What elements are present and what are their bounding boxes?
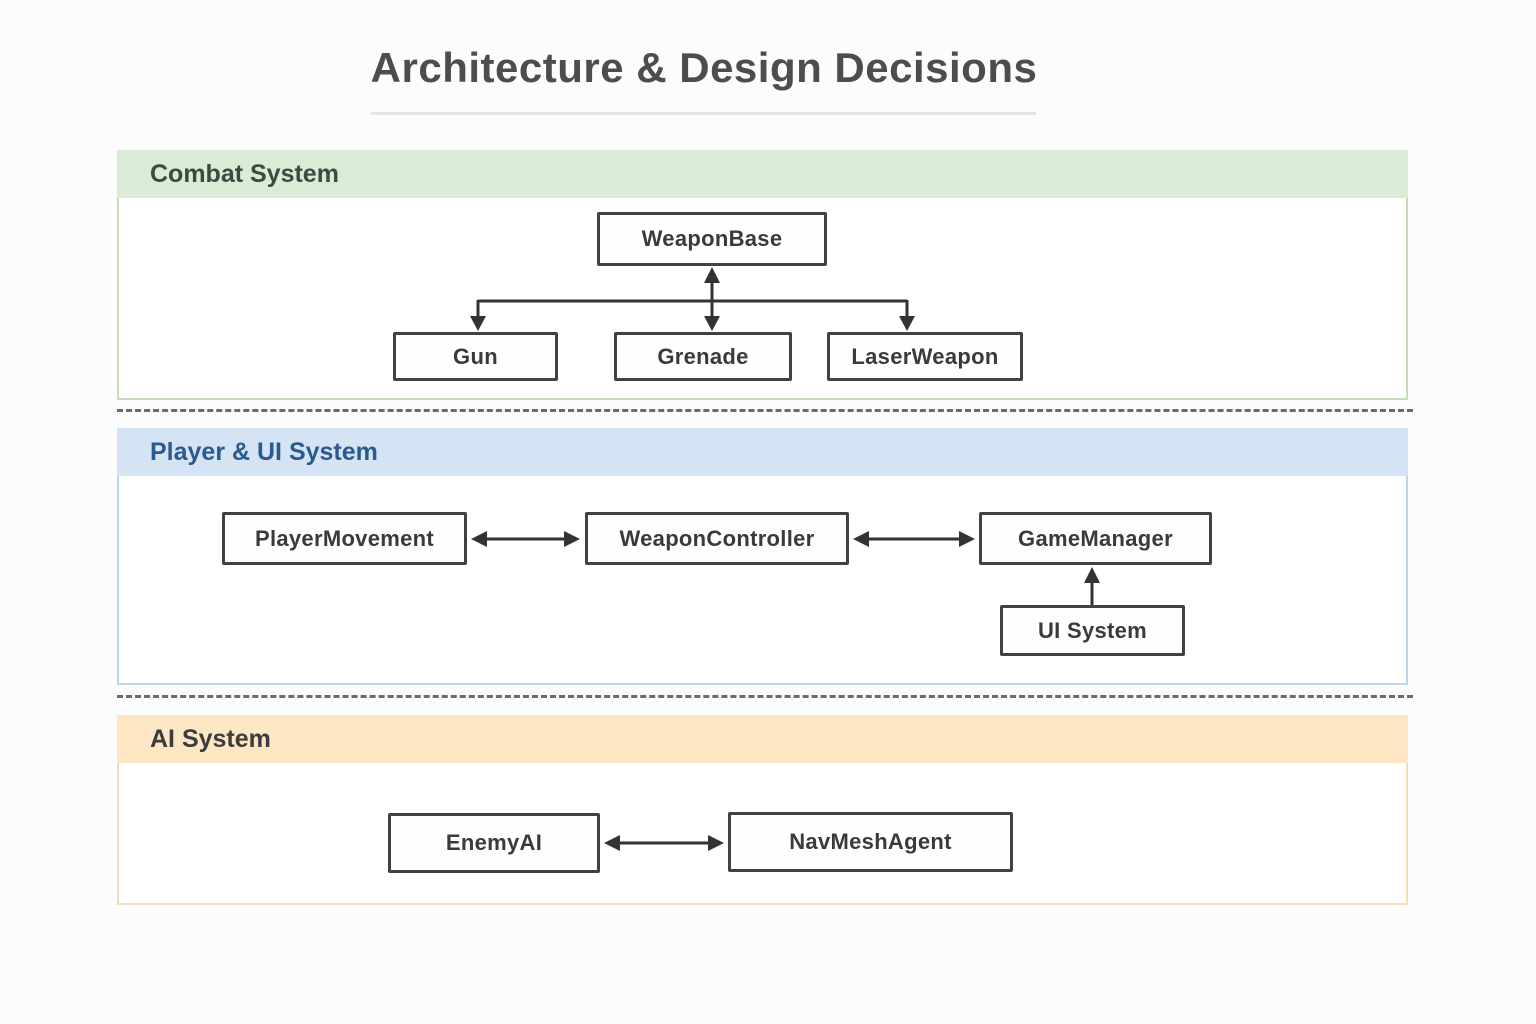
node-weaponbase: WeaponBase: [597, 212, 827, 266]
page-title: Architecture & Design Decisions: [370, 44, 1038, 91]
node-enemyai: EnemyAI: [388, 813, 600, 873]
section-combat-header: Combat System: [117, 150, 1408, 198]
node-gamemanager: GameManager: [979, 512, 1212, 565]
section-player-body: [117, 476, 1408, 685]
section-ai-header: AI System: [117, 715, 1408, 763]
section-player-ui-system: Player & UI System: [117, 428, 1408, 685]
node-laserweapon: LaserWeapon: [827, 332, 1023, 381]
section-ai-title: AI System: [150, 724, 271, 753]
section-player-title: Player & UI System: [150, 437, 378, 466]
node-grenade: Grenade: [614, 332, 792, 381]
dashed-separator: [117, 695, 1413, 698]
node-weaponcontroller: WeaponController: [585, 512, 849, 565]
node-playermovement: PlayerMovement: [222, 512, 467, 565]
dashed-separator: [117, 409, 1413, 412]
section-ai-system: AI System: [117, 715, 1408, 905]
section-combat-title: Combat System: [150, 159, 339, 188]
node-gun: Gun: [393, 332, 558, 381]
node-navmeshagent: NavMeshAgent: [728, 812, 1013, 872]
title-underline: [371, 112, 1036, 115]
section-player-header: Player & UI System: [117, 428, 1408, 476]
node-ui-system: UI System: [1000, 605, 1185, 656]
